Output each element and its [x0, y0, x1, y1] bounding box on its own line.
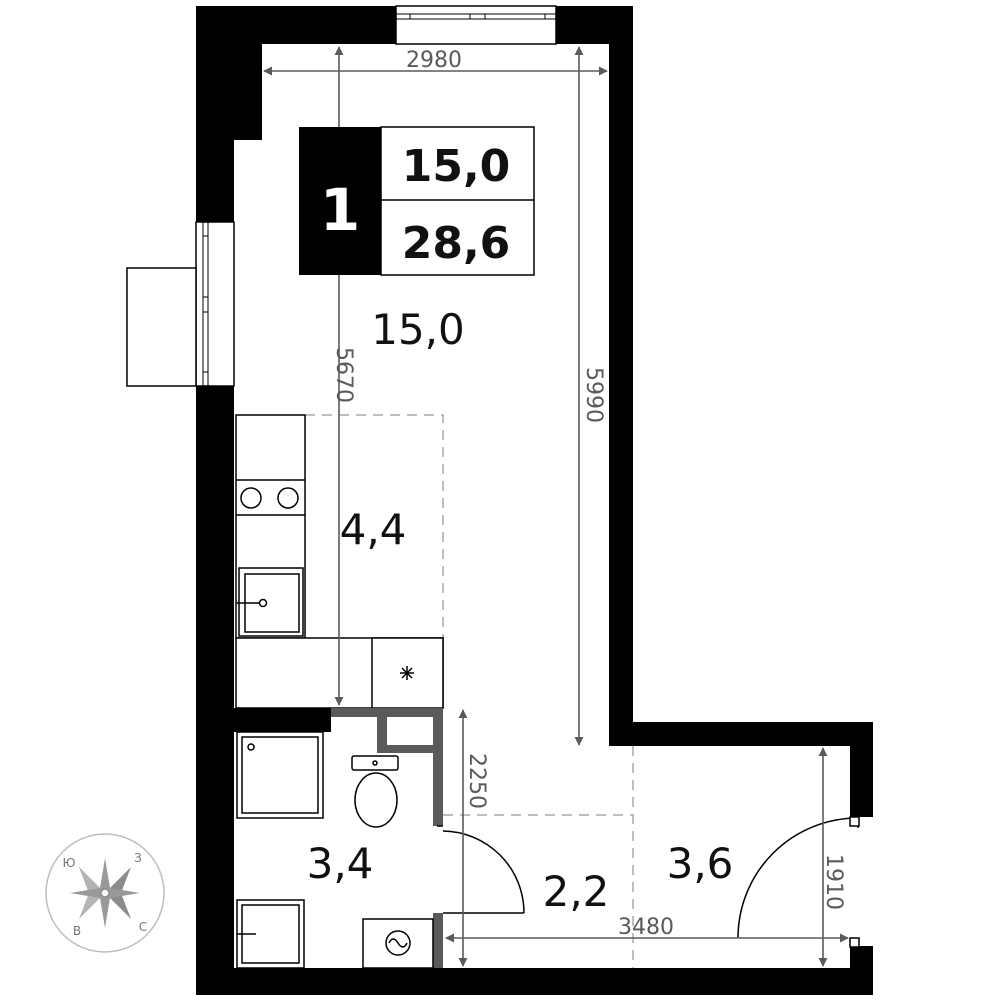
compass-rose: Ю З В С	[45, 833, 165, 953]
compass-east-label: З	[134, 851, 142, 865]
dim-entrance-width: 3480	[618, 915, 674, 940]
room-area-hall: 2,2	[543, 867, 610, 916]
compass-star-icon	[70, 858, 140, 928]
balcony-unit	[126, 267, 197, 387]
room-area-entrance: 3,6	[667, 839, 734, 888]
ventilation-shaft	[371, 637, 444, 709]
washbasin	[236, 899, 305, 969]
toilet	[351, 755, 399, 828]
bathroom-door	[437, 825, 525, 914]
compass-west-label: В	[73, 924, 81, 938]
badge-total-area: 28,6	[402, 218, 511, 269]
washing-machine	[362, 918, 434, 969]
badge-rooms-count: 1	[320, 176, 360, 244]
room-area-labels: 15,0 4,4 3,4 2,2 3,6	[307, 305, 734, 916]
exterior-walls	[196, 6, 873, 995]
window-left	[195, 221, 235, 387]
shower-tray	[236, 731, 324, 819]
entrance-door	[737, 816, 860, 948]
window-top	[395, 5, 557, 45]
room-area-living: 15,0	[371, 305, 465, 354]
room-area-bathroom: 3,4	[307, 839, 374, 888]
dimension-labels: 2980 5670 5990 2250 3480 1910	[331, 48, 846, 940]
badge-living-area: 15,0	[402, 141, 511, 192]
apartment-badge: 1 15,0 28,6	[299, 126, 535, 276]
interior-walls	[234, 708, 331, 732]
dim-living-left-height: 5670	[331, 347, 356, 403]
kitchen-sink	[236, 567, 304, 637]
room-area-kitchen: 4,4	[340, 505, 407, 554]
zone-separators	[305, 414, 634, 968]
dim-hall-height: 2250	[464, 753, 489, 809]
bathroom-partitions	[331, 708, 443, 968]
dim-living-right-height: 5990	[581, 367, 606, 423]
dim-entrance-height: 1910	[821, 854, 846, 910]
stove	[240, 487, 299, 509]
compass-north-label: Ю	[63, 856, 76, 870]
dim-top-width: 2980	[406, 48, 462, 73]
compass-south-label: С	[139, 920, 147, 934]
